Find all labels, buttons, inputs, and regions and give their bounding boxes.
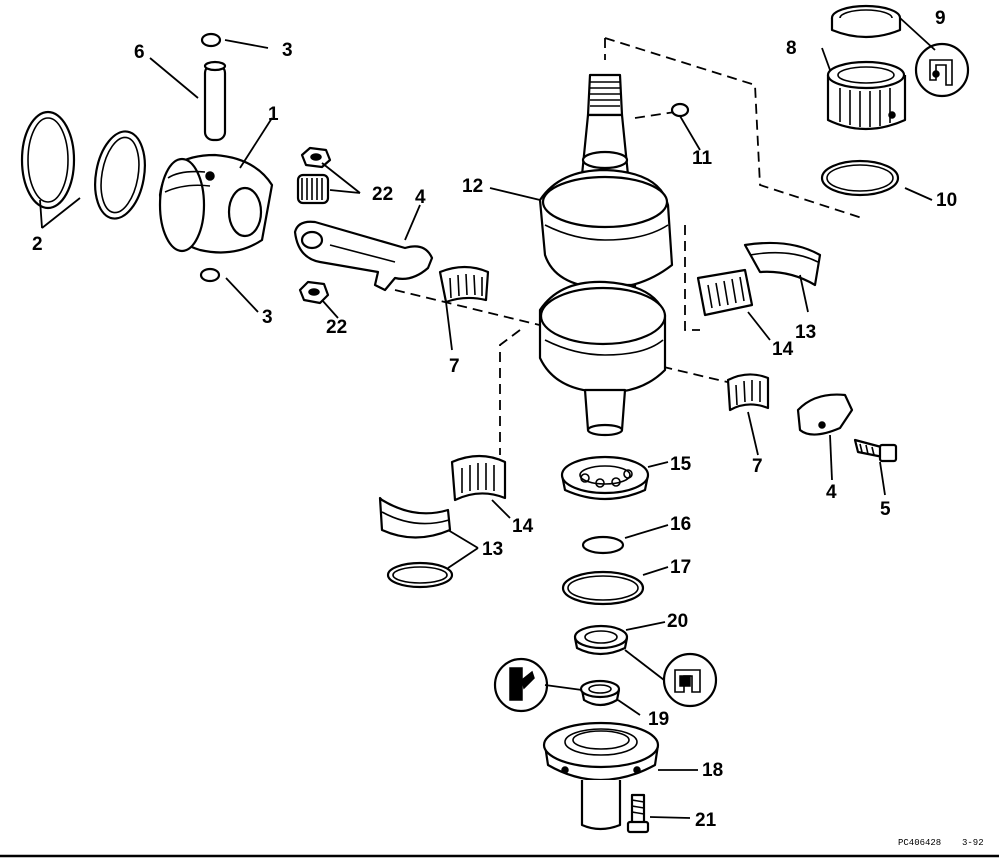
callout-19: 19 — [648, 709, 669, 730]
callout-9: 9 — [935, 8, 946, 29]
callout-10: 10 — [936, 190, 957, 211]
seal-detail-inset-right — [662, 652, 718, 708]
oil-seal-upper — [573, 624, 629, 656]
callout-4-cap: 4 — [826, 482, 837, 503]
drawing-revision: 3-92 — [962, 838, 984, 848]
callout-14-left: 14 — [512, 516, 534, 537]
callout-18: 18 — [702, 760, 723, 781]
retaining-clip-top — [200, 32, 222, 48]
snap-ring — [581, 535, 625, 555]
needle-bearing-rod-upper — [438, 265, 490, 304]
callout-12: 12 — [462, 176, 483, 197]
callout-22-top: 22 — [372, 184, 393, 205]
alignment-lines — [394, 37, 863, 455]
top-seal — [830, 4, 902, 39]
callout-1: 1 — [268, 104, 279, 125]
callout-5: 5 — [880, 499, 891, 520]
crankshaft — [538, 73, 674, 437]
o-ring-top — [820, 159, 900, 197]
retaining-clip-bottom — [199, 267, 221, 283]
piston-ring-left — [20, 110, 76, 210]
connecting-rod — [293, 220, 434, 292]
callout-8: 8 — [786, 38, 797, 59]
callout-14-right: 14 — [772, 339, 794, 360]
callout-15: 15 — [670, 454, 692, 475]
top-roller-bearing — [826, 60, 907, 131]
needle-bearing-lower-left — [450, 454, 507, 502]
piston-ring-right — [94, 130, 146, 220]
callout-2: 2 — [32, 234, 43, 255]
callout-4-rod: 4 — [415, 187, 426, 208]
callout-7-right: 7 — [752, 456, 763, 477]
o-ring-lower — [561, 570, 645, 606]
bearing-race-half-lower-left — [378, 496, 452, 539]
needle-bearing-wristpin — [296, 173, 330, 205]
callout-13-left: 13 — [482, 539, 503, 560]
callout-labels: 1 2 3 3 4 4 5 6 7 7 8 9 10 11 12 13 13 1… — [32, 8, 957, 831]
callout-22-bottom: 22 — [326, 317, 347, 338]
drawing-code: PC406428 — [898, 838, 941, 848]
seal-detail-inset-top — [914, 42, 970, 98]
callout-6: 6 — [134, 42, 145, 63]
seal-detail-inset-left — [493, 657, 549, 713]
thrust-washer-bottom — [298, 280, 330, 305]
retaining-ring-lower-left — [386, 561, 454, 589]
thrust-washer-top — [300, 146, 332, 169]
ball-bearing — [560, 455, 650, 501]
oil-seal-lower — [579, 679, 621, 707]
callout-11: 11 — [692, 148, 713, 169]
leader-lines — [39, 17, 936, 819]
callout-13-right: 13 — [795, 322, 816, 343]
piston-pin — [203, 60, 227, 142]
callout-21: 21 — [695, 810, 717, 831]
housing-screw — [626, 793, 650, 834]
bearing-race-half-upper-right — [743, 241, 822, 287]
rod-cap — [796, 393, 854, 436]
callout-16: 16 — [670, 514, 691, 535]
lower-bearing-housing — [542, 721, 660, 831]
drawing-footer: PC406428 3-92 — [0, 838, 999, 858]
callout-7-left: 7 — [449, 356, 460, 377]
needle-bearing-rod-lower — [726, 373, 770, 412]
callout-3-top: 3 — [282, 40, 293, 61]
piston — [158, 153, 274, 254]
rod-bolt — [853, 438, 898, 463]
callout-17: 17 — [670, 557, 691, 578]
woodruff-key — [670, 102, 690, 118]
needle-bearing-upper-right — [696, 268, 754, 317]
callout-3-bottom: 3 — [262, 307, 273, 328]
callout-20: 20 — [667, 611, 688, 632]
